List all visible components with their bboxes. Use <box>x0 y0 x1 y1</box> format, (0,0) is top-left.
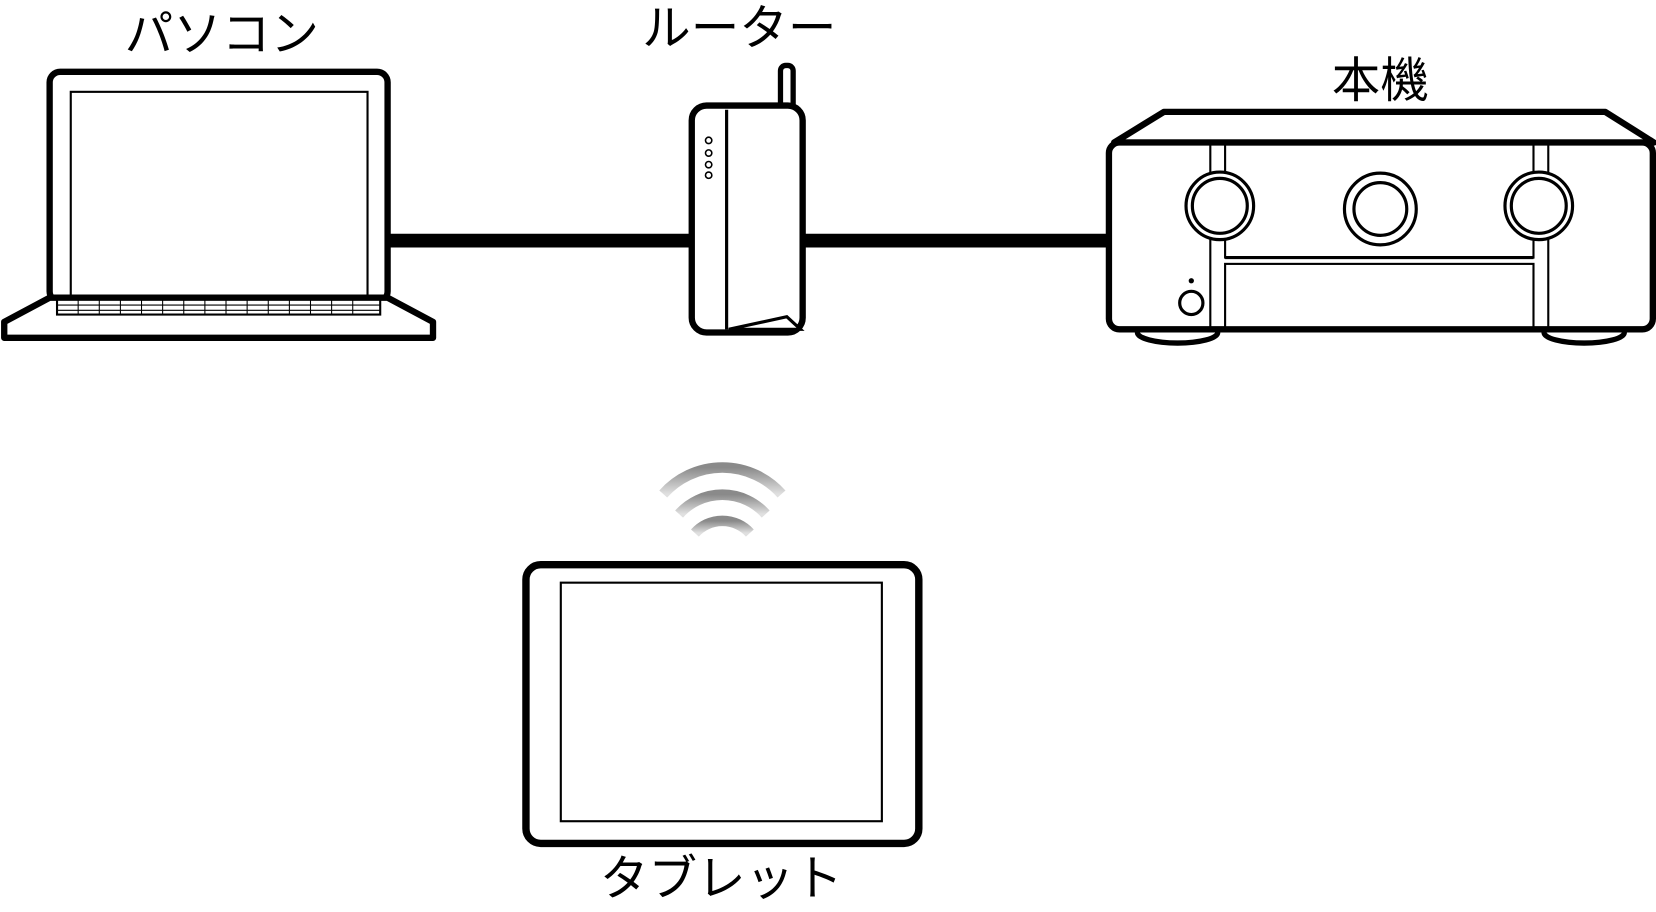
av-receiver-icon <box>1105 108 1656 346</box>
label-pc: パソコン <box>125 7 319 63</box>
label-router: ルーター <box>642 0 836 56</box>
tablet-icon <box>522 561 923 848</box>
laptop-icon <box>1 68 437 341</box>
wifi-icon <box>659 462 786 537</box>
label-unit: 本機 <box>1332 53 1429 109</box>
router-icon <box>688 62 806 336</box>
label-tablet: タブレット <box>600 851 843 907</box>
